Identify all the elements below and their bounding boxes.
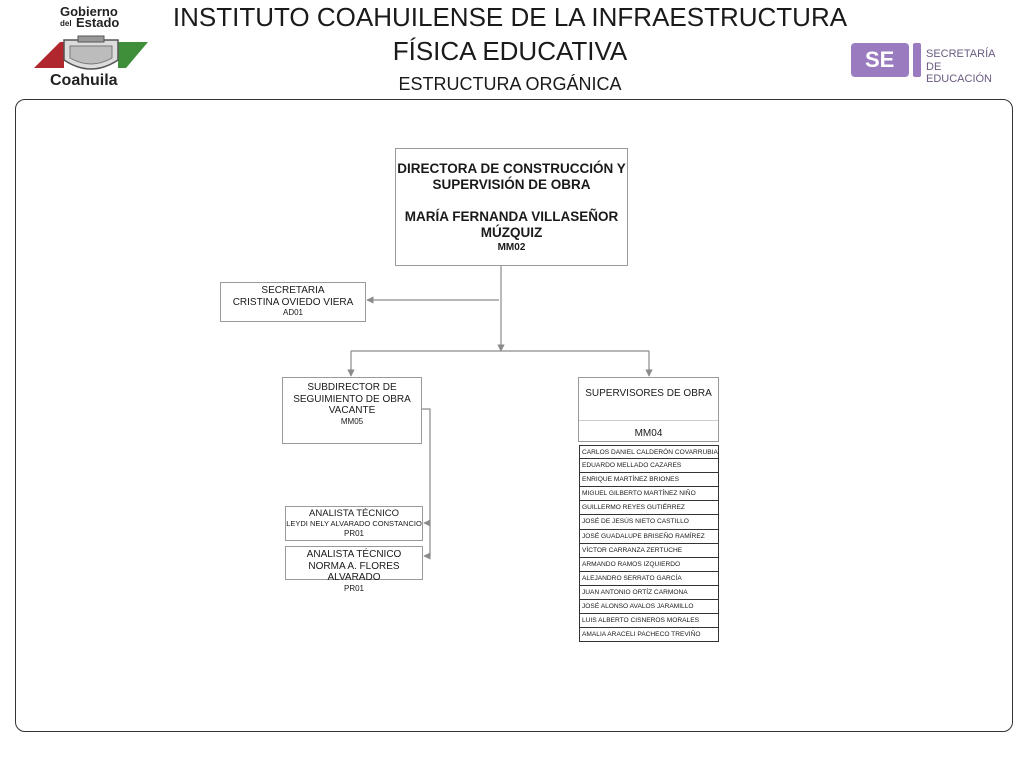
- list-item: GUILLERMO REYES GUTIÉRREZ: [579, 501, 719, 516]
- analyst-2-name: NORMA A. FLORES ALVARADO: [308, 560, 400, 584]
- list-item: VÍCTOR CARRANZA ZERTUCHE: [579, 543, 719, 558]
- se-logo-badge: [851, 43, 909, 77]
- list-item: JUAN ANTONIO ORTÍZ CARMONA: [579, 585, 719, 601]
- coahuila-logo-gobierno: Gobierno: [60, 4, 118, 19]
- list-item: JOSÉ DE JESÚS NIETO CASTILLO: [579, 515, 719, 530]
- subdirector-code: MM05: [340, 416, 364, 426]
- coahuila-logo: Gobierno del Estado Coahuila: [30, 4, 152, 92]
- director-name-line2: MÚZQUIZ: [480, 224, 543, 240]
- supervisors-code: MM04: [634, 428, 663, 439]
- se-logo-abbr: SE: [865, 47, 895, 72]
- director-code: MM02: [497, 242, 526, 254]
- se-logo-bar: [913, 43, 921, 77]
- page-subtitle: ESTRUCTURA ORGÁNICA: [398, 74, 622, 94]
- coahuila-logo-del: del: [60, 19, 72, 28]
- analyst-box-2: ANALISTA TÉCNICO NORMA A. FLORES ALVARAD…: [285, 546, 423, 593]
- secretary-code: AD01: [282, 308, 303, 317]
- secretary-box: SECRETARIA CRISTINA OVIEDO VIERA AD01: [220, 282, 366, 322]
- list-item: JOSÉ GUADALUPE BRISEÑO RAMÍREZ: [579, 529, 719, 544]
- se-logo-line2: DE EDUCACIÓN: [926, 61, 993, 85]
- list-item: ARMANDO RAMOS IZQUIERDO: [579, 557, 719, 572]
- subdirector-name: VACANTE: [328, 405, 376, 416]
- supervisors-divider: [579, 420, 718, 421]
- director-title-line1: DIRECTORA DE CONSTRUCCIÓN Y: [397, 161, 626, 176]
- coahuila-shield-icon: [34, 35, 148, 70]
- director-title-line2: SUPERVISIÓN DE OBRA: [432, 176, 591, 192]
- list-item: JOSÉ ALONSO AVALOS JARAMILLO: [579, 600, 719, 615]
- list-item: ALEJANDRO SERRATO GARCÍA: [579, 571, 719, 586]
- subdirector-title-line2: SEGUIMIENTO DE OBRA: [293, 393, 411, 405]
- director-box: DIRECTORA DE CONSTRUCCIÓN Y SUPERVISIÓN …: [395, 148, 628, 266]
- list-item: LUIS ALBERTO CISNEROS MORALES: [579, 614, 719, 629]
- analyst-2-title: ANALISTA TÉCNICO: [306, 549, 402, 560]
- secretary-name: CRISTINA OVIEDO VIERA: [232, 296, 354, 308]
- analyst-2-code: PR01: [343, 583, 364, 593]
- secretary-title: SECRETARIA: [261, 285, 325, 296]
- list-item: ENRIQUE MARTÍNEZ BRIONES: [579, 473, 719, 488]
- coahuila-logo-coahuila: Coahuila: [50, 72, 118, 89]
- director-name-line1: MARÍA FERNANDA VILLASEÑOR: [404, 209, 619, 225]
- supervisors-title: SUPERVISORES DE OBRA: [585, 388, 712, 399]
- analyst-1-name: LEYDI NELY ALVARADO CONSTANCIO: [286, 518, 422, 528]
- subdirector-title-line1: SUBDIRECTOR DE: [307, 382, 397, 393]
- chart-frame: [15, 99, 1013, 732]
- list-item: EDUARDO MELLADO CAZARES: [579, 459, 719, 474]
- list-item: AMALIA ARACELI PACHECO TREVIÑO: [579, 628, 719, 643]
- subdirector-box: SUBDIRECTOR DE SEGUIMIENTO DE OBRA VACAN…: [282, 377, 422, 444]
- analyst-box-1: ANALISTA TÉCNICO LEYDI NELY ALVARADO CON…: [285, 506, 423, 541]
- list-item: CARLOS DANIEL CALDERÓN COVARRUBIAS: [579, 445, 719, 460]
- list-item: MIGUEL GILBERTO MARTÍNEZ NIÑO: [579, 487, 719, 502]
- coahuila-logo-estado: Estado: [76, 15, 120, 30]
- supervisors-box: SUPERVISORES DE OBRA MM04: [578, 377, 719, 442]
- analyst-1-title: ANALISTA TÉCNICO: [309, 508, 399, 519]
- se-logo: SE SECRETARÍA DE EDUCACIÓN: [851, 43, 1001, 85]
- page-title-line2: FÍSICA EDUCATIVA: [392, 36, 628, 66]
- page-title-line1: INSTITUTO COAHUILENSE DE LA INFRAESTRUCT…: [172, 2, 848, 32]
- analyst-1-code: PR01: [343, 528, 364, 538]
- se-logo-line1: SECRETARÍA: [926, 48, 996, 60]
- supervisors-list: CARLOS DANIEL CALDERÓN COVARRUBIAS EDUAR…: [579, 445, 719, 643]
- connector-analyst1: [422, 408, 431, 527]
